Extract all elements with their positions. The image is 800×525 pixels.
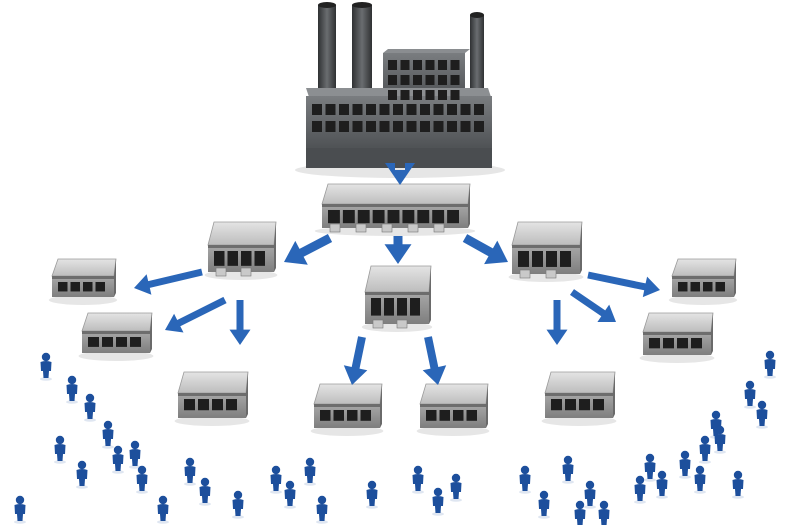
window-icon <box>438 75 447 85</box>
window-icon <box>425 90 435 100</box>
window-icon <box>425 75 435 85</box>
truck-icon <box>372 319 384 329</box>
arrow-icon <box>546 300 568 345</box>
arrow-icon <box>462 234 508 265</box>
store-icon <box>541 371 617 426</box>
customer-group <box>14 350 776 525</box>
person-icon <box>714 425 726 454</box>
window-icon <box>400 90 410 100</box>
warehouse-group <box>48 183 738 436</box>
store-icon <box>310 383 384 436</box>
store-icon <box>174 371 250 426</box>
window-icon <box>413 60 422 70</box>
person-icon <box>732 470 744 499</box>
person-icon <box>84 393 96 422</box>
arrow-icon <box>165 296 227 333</box>
chimney-icon <box>318 5 336 100</box>
person-icon <box>366 480 378 509</box>
window-icon <box>388 90 397 100</box>
person-icon <box>304 457 316 486</box>
person-icon <box>744 380 756 409</box>
distribution-center-icon <box>314 183 476 236</box>
chimney-icon <box>352 5 372 100</box>
warehouse-icon <box>361 265 433 332</box>
store-icon <box>78 312 154 361</box>
arrow-icon <box>587 271 660 298</box>
person-icon <box>66 375 78 404</box>
arrow-icon <box>284 234 333 265</box>
person-icon <box>634 475 646 504</box>
person-icon <box>598 500 610 525</box>
person-icon <box>129 440 141 469</box>
person-icon <box>699 435 711 464</box>
person-icon <box>199 477 211 506</box>
person-icon <box>644 453 656 482</box>
store-icon <box>48 258 118 305</box>
person-icon <box>136 465 148 494</box>
person-icon <box>679 450 691 479</box>
person-icon <box>432 487 444 516</box>
arrow-icon <box>343 336 368 385</box>
truck-icon <box>329 223 341 233</box>
person-icon <box>270 465 282 494</box>
window-icon <box>450 90 460 100</box>
warehouse-icon <box>508 221 584 282</box>
truck-icon <box>396 319 408 329</box>
truck-icon <box>381 223 393 233</box>
person-icon <box>574 500 586 525</box>
person-icon <box>412 465 424 494</box>
person-icon <box>694 465 706 494</box>
truck-icon <box>407 223 419 233</box>
window-icon <box>413 75 422 85</box>
arrow-icon <box>229 300 251 345</box>
store-icon <box>416 383 490 436</box>
arrow-icon <box>570 289 616 322</box>
person-icon <box>538 490 550 519</box>
person-icon <box>184 457 196 486</box>
truck-icon <box>215 267 227 277</box>
window-icon <box>413 90 422 100</box>
window-icon <box>388 75 397 85</box>
truck-icon <box>545 269 557 279</box>
arrow-icon <box>134 268 203 295</box>
person-icon <box>450 473 462 502</box>
person-icon <box>40 352 52 381</box>
window-icon <box>438 60 447 70</box>
truck-icon <box>433 223 445 233</box>
window-icon <box>400 75 410 85</box>
person-icon <box>756 400 768 429</box>
person-icon <box>112 445 124 474</box>
truck-icon <box>240 267 252 277</box>
person-icon <box>316 495 328 524</box>
window-icon <box>400 60 410 70</box>
person-icon <box>284 480 296 509</box>
person-icon <box>519 465 531 494</box>
arrow-group <box>134 163 660 385</box>
window-icon <box>450 75 460 85</box>
window-icon <box>388 60 397 70</box>
person-icon <box>14 495 26 524</box>
person-icon <box>656 470 668 499</box>
window-icon <box>425 60 435 70</box>
person-icon <box>76 460 88 489</box>
truck-icon <box>519 269 531 279</box>
truck-icon <box>355 223 367 233</box>
store-icon <box>639 312 715 363</box>
factory-icon <box>295 2 505 178</box>
arrow-icon <box>385 163 415 185</box>
person-icon <box>157 495 169 524</box>
warehouse-icon <box>204 221 278 280</box>
store-icon <box>668 258 738 305</box>
person-icon <box>102 420 114 449</box>
arrow-icon <box>384 236 412 264</box>
person-icon <box>584 480 596 509</box>
person-icon <box>562 455 574 484</box>
window-icon <box>450 60 460 70</box>
window-icon <box>438 90 447 100</box>
arrow-icon <box>422 336 447 385</box>
person-icon <box>764 350 776 379</box>
person-icon <box>232 490 244 519</box>
person-icon <box>54 435 66 464</box>
